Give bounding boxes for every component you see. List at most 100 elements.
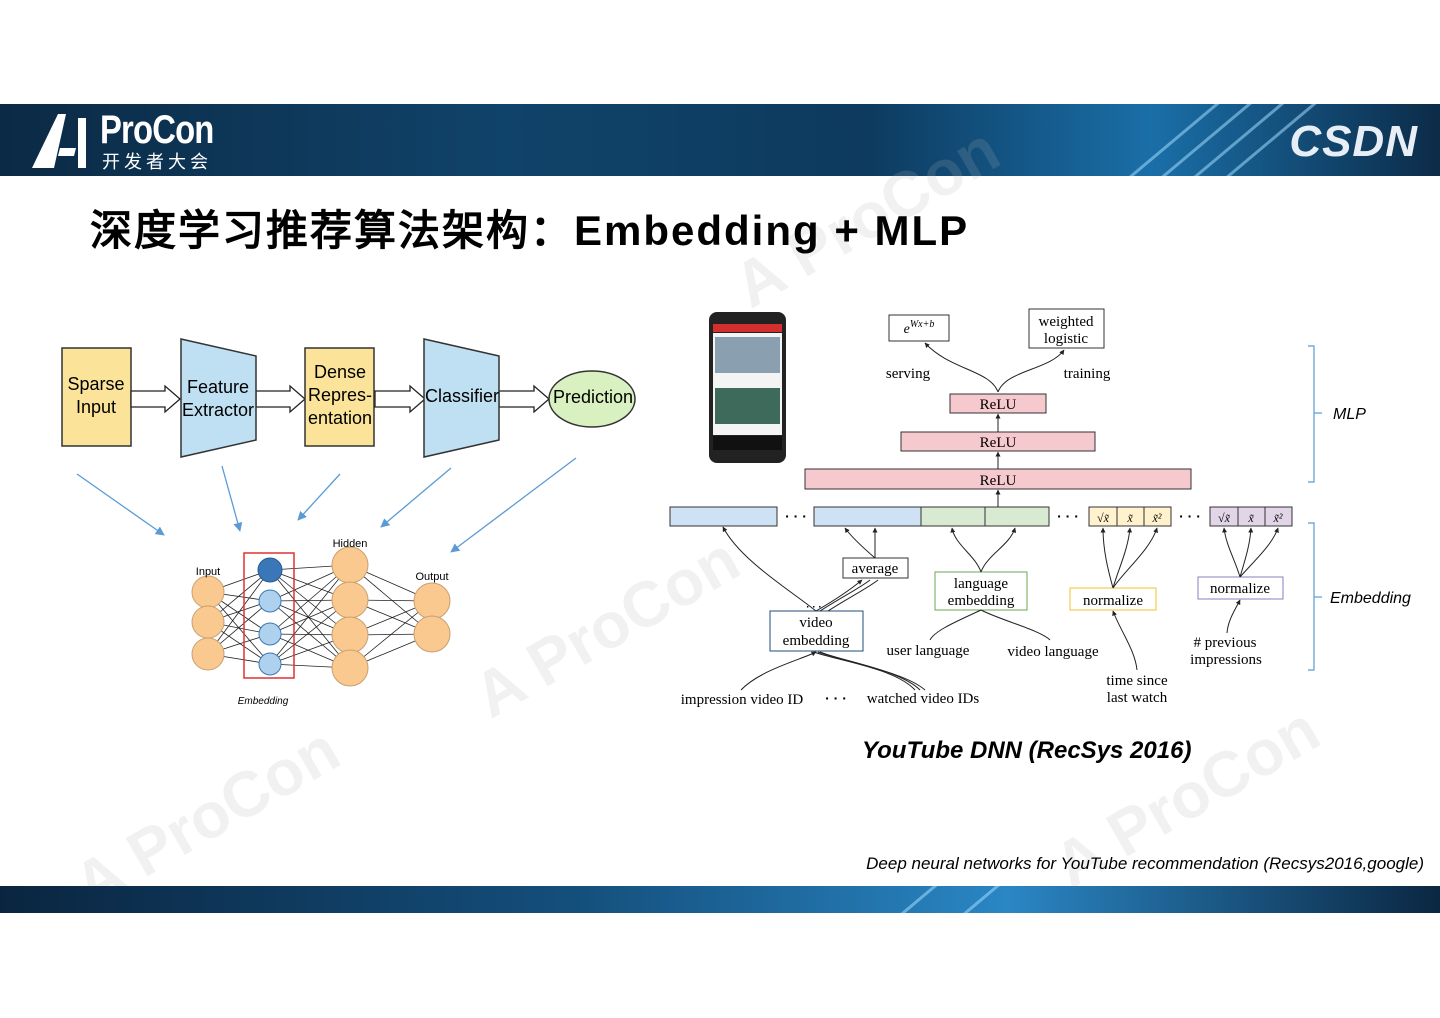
sqrt-x-label: √x̃ xyxy=(1218,511,1231,525)
nn-output-node xyxy=(413,615,451,653)
nn-connections xyxy=(207,564,433,669)
top-banner xyxy=(0,104,1440,176)
hollow-arrow xyxy=(374,384,426,414)
previous-impressions-label-2: impressions xyxy=(1190,652,1262,668)
x-tilde-label: x̃ xyxy=(1247,511,1254,525)
mapping-arrows xyxy=(76,457,577,553)
x-tilde-label: x̃ xyxy=(1126,511,1133,525)
embedding-node xyxy=(257,557,283,583)
prediction-ellipse xyxy=(548,370,636,428)
banner-streak xyxy=(899,886,1024,913)
embedding-layer-box xyxy=(243,552,295,679)
phone-video-thumb xyxy=(715,388,780,424)
mapping-arrow xyxy=(221,465,243,532)
feature-extractor-box xyxy=(180,338,257,458)
feature-extractor-label-1: Feature xyxy=(187,377,249,397)
softmax-label: eWx+b xyxy=(904,319,935,337)
logo-text: ProCon xyxy=(100,108,214,152)
mapping-arrow xyxy=(297,473,341,521)
video-embedding-box xyxy=(769,610,864,652)
dense-rep-label-3: entation xyxy=(308,408,372,428)
embedding-label: Embedding xyxy=(1330,590,1411,607)
hollow-arrow xyxy=(130,384,181,414)
nn-output-node xyxy=(413,582,451,620)
time-since-label-1: time since xyxy=(1106,673,1168,689)
nn-input-node xyxy=(191,605,225,639)
reference-text: Deep neural networks for YouTube recomme… xyxy=(866,854,1424,873)
vector-watched xyxy=(813,506,922,527)
left-pipeline-diagram: Sparse Input Feature Extractor Dense Rep… xyxy=(61,338,636,707)
softmax-box xyxy=(888,314,950,342)
nn-input-label: Input xyxy=(196,566,220,578)
normalize-label: normalize xyxy=(1083,593,1143,609)
vector-user-language xyxy=(920,506,986,527)
video-embedding-label-1: video xyxy=(799,615,832,631)
training-label: training xyxy=(1064,366,1111,382)
user-language-label: user language xyxy=(887,643,970,659)
embedding-brace xyxy=(1308,522,1315,671)
embedding-connectors xyxy=(722,526,1279,691)
embedding-node xyxy=(258,652,282,676)
hollow-arrows xyxy=(130,384,550,414)
feature-extractor-label-2: Extractor xyxy=(182,400,254,420)
impression-video-id-label: impression video ID xyxy=(681,692,804,708)
vector-video-language xyxy=(984,506,1050,527)
dots: · · · xyxy=(1057,508,1079,524)
video-language-label: video language xyxy=(1007,644,1099,660)
dots: · · · xyxy=(1179,508,1201,524)
average-label: average xyxy=(852,561,899,577)
classifier-label: Classifier xyxy=(425,386,499,406)
language-embedding-label-2: embedding xyxy=(948,593,1015,609)
vector-impression xyxy=(669,506,778,527)
embedding-node xyxy=(258,589,282,613)
mlp-brace xyxy=(1308,345,1315,483)
youtube-dnn-caption: YouTube DNN (RecSys 2016) xyxy=(862,737,1192,764)
embedding-node xyxy=(258,622,282,646)
logo-subtitle: 开发者大会 xyxy=(102,152,212,172)
dense-representation-box xyxy=(304,347,375,447)
sqrt-x-label: √x̃ xyxy=(1097,511,1110,525)
dense-rep-label-2: Repres- xyxy=(308,385,372,405)
nn-hidden-node xyxy=(331,546,369,584)
output-connectors xyxy=(924,342,1065,393)
dense-rep-label-1: Dense xyxy=(314,362,366,382)
side-braces xyxy=(1308,345,1322,671)
nn-output-label: Output xyxy=(415,571,448,583)
dots: · · · xyxy=(806,602,822,613)
serving-label: serving xyxy=(886,366,931,382)
procon-logo: ProCon 开发者大会 xyxy=(30,108,240,172)
bottom-banner xyxy=(0,886,1440,913)
vector-previous-impressions xyxy=(1209,506,1293,527)
classifier-box xyxy=(423,338,500,458)
relu-label: ReLU xyxy=(980,473,1017,489)
relu-layer-3 xyxy=(949,393,1047,414)
nn-input-node xyxy=(191,575,225,609)
watched-video-ids-label: watched video IDs xyxy=(867,691,980,707)
youtube-dnn-diagram: eWx+b weighted logistic serving training… xyxy=(669,308,1411,708)
weighted-logistic-label-2: logistic xyxy=(1044,331,1089,347)
nn-nodes xyxy=(191,546,451,687)
dots: · · · xyxy=(785,508,807,524)
phone-app-bar xyxy=(713,324,782,332)
relu-label: ReLU xyxy=(980,435,1017,451)
weighted-logistic-label-1: weighted xyxy=(1039,314,1094,330)
mapping-arrow xyxy=(380,467,452,528)
video-embedding-label-2: embedding xyxy=(783,633,850,649)
x-tilde-sq-label: x̃² xyxy=(1152,511,1162,525)
language-embedding-box xyxy=(934,571,1028,611)
mapping-arrow xyxy=(450,457,577,553)
x-tilde-sq-label: x̃² xyxy=(1273,511,1283,525)
mapping-arrow xyxy=(76,473,165,536)
nn-embedding-label: Embedding xyxy=(238,696,289,707)
ai-logo-icon xyxy=(32,114,86,168)
phone-nav-bar xyxy=(713,436,782,450)
vector-time-since xyxy=(1088,506,1172,527)
sparse-input-box xyxy=(61,347,132,447)
previous-impressions-label-1: # previous xyxy=(1194,635,1257,651)
phone-image xyxy=(709,312,786,463)
prediction-label: Prediction xyxy=(553,387,633,407)
relu-label: ReLU xyxy=(980,397,1017,413)
time-since-label-2: last watch xyxy=(1107,690,1168,706)
nn-hidden-node xyxy=(331,581,369,619)
mlp-label: MLP xyxy=(1333,406,1366,423)
